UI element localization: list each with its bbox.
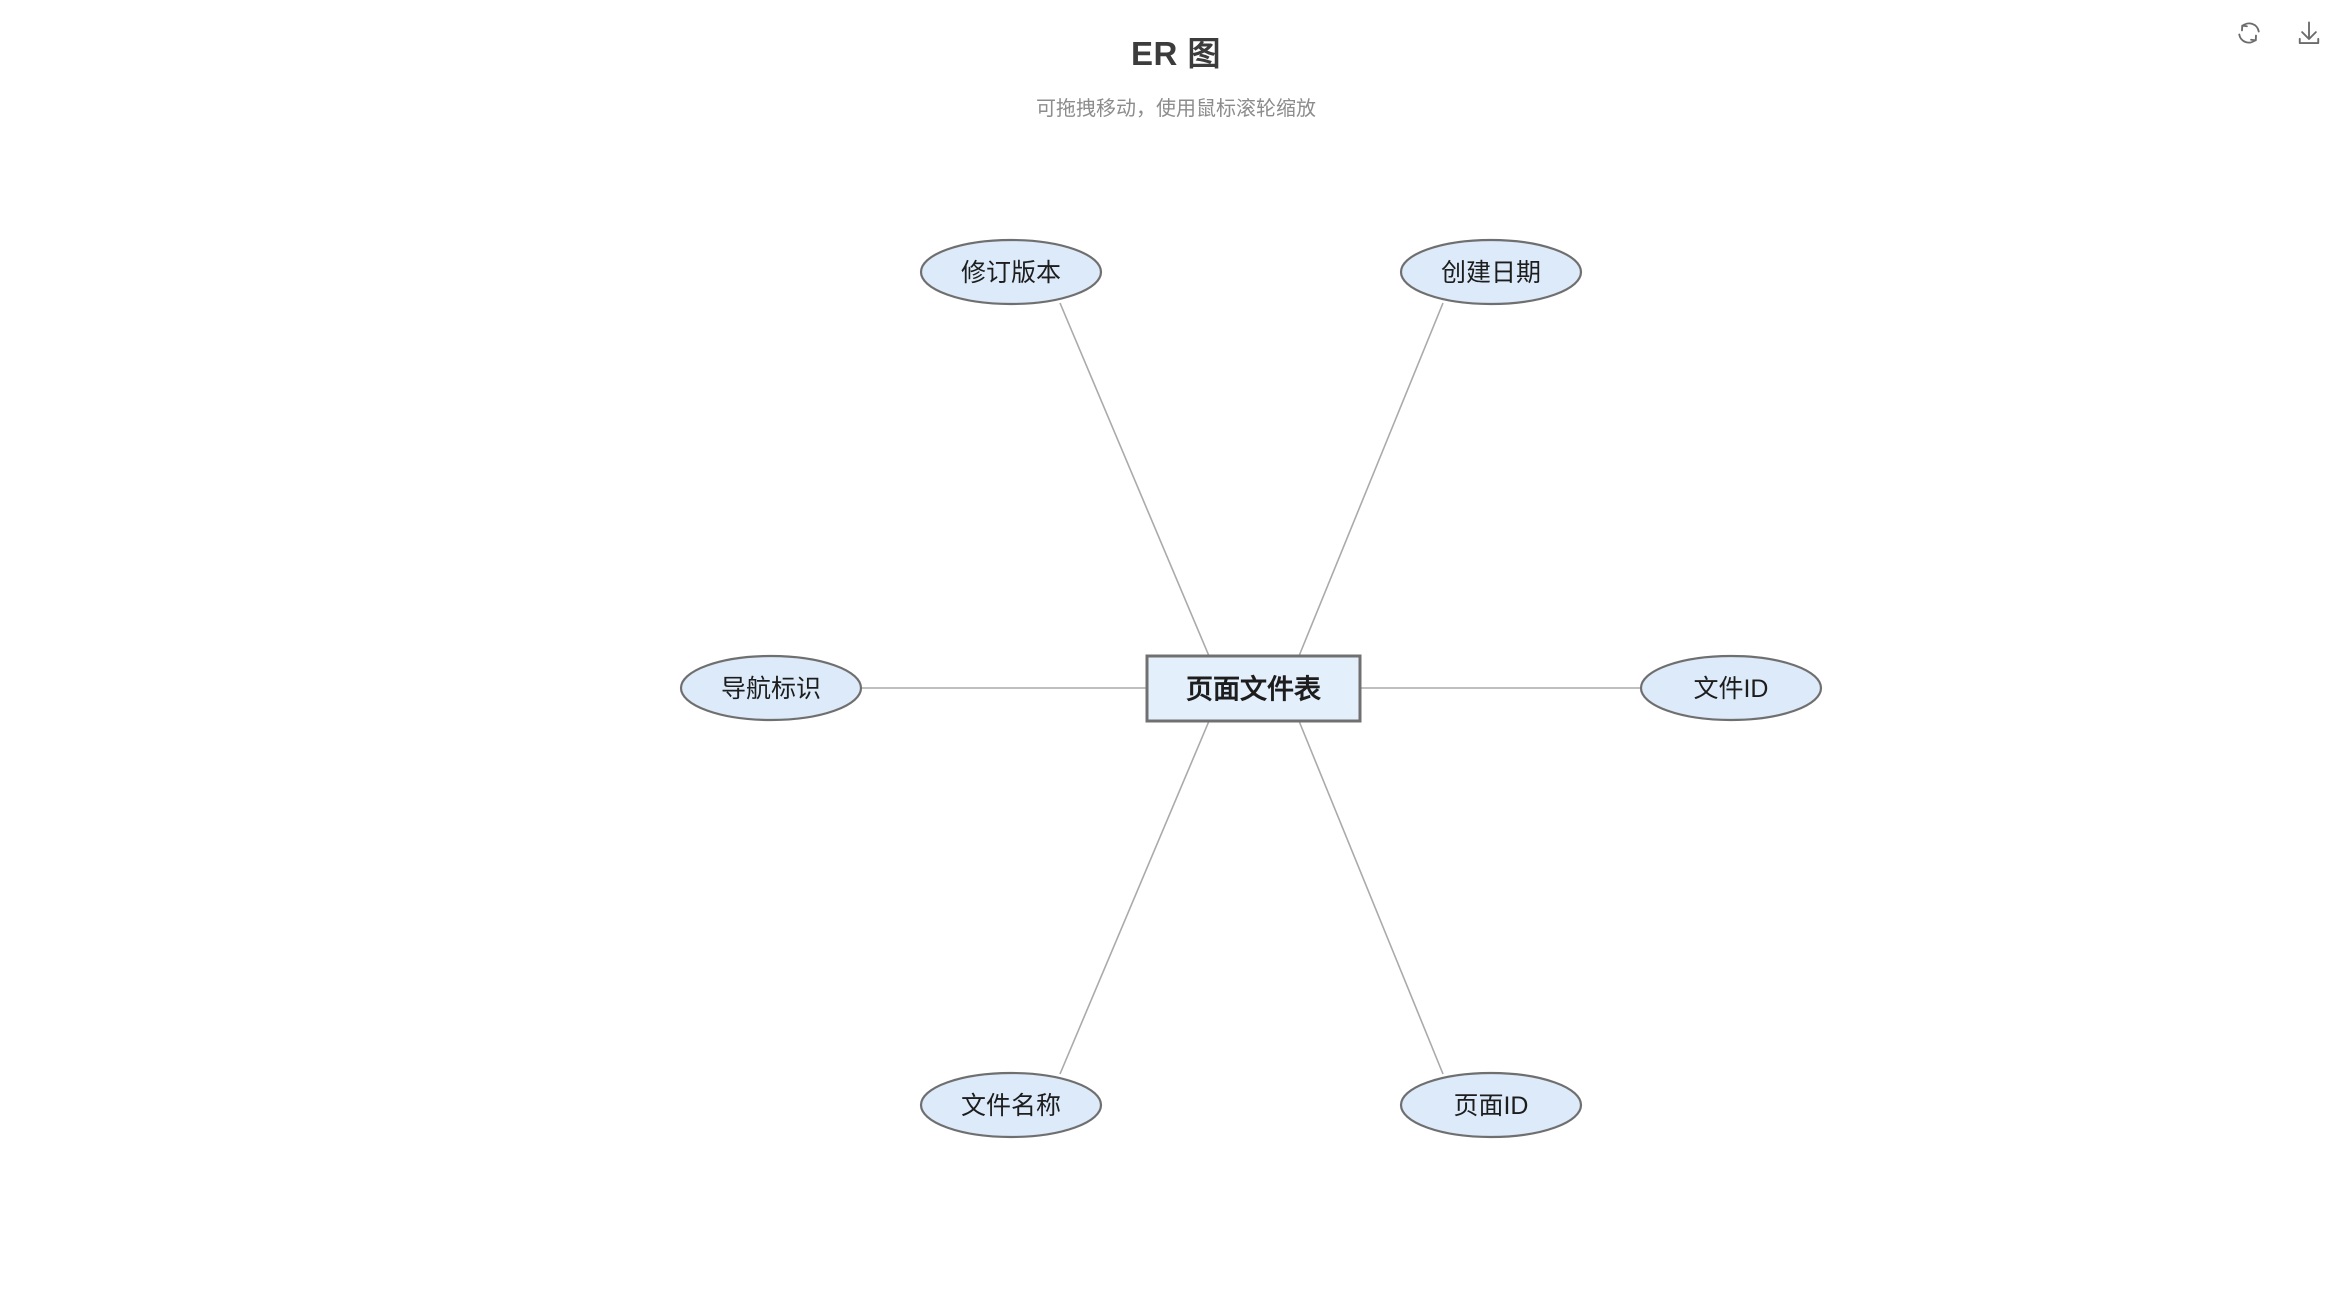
page-header: ER 图 可拖拽移动，使用鼠标滚轮缩放 — [0, 0, 2352, 122]
er-edge — [1298, 302, 1444, 657]
er-attribute-node[interactable]: 文件ID — [1639, 654, 1823, 722]
refresh-icon — [2234, 18, 2264, 48]
attribute-label: 创建日期 — [1441, 259, 1541, 287]
er-entity-node[interactable]: 页面文件表 — [1145, 654, 1362, 723]
download-button[interactable] — [2290, 14, 2328, 52]
attribute-shape[interactable] — [919, 238, 1103, 306]
er-attribute-node[interactable]: 页面ID — [1399, 1071, 1583, 1139]
attribute-shape[interactable] — [919, 1071, 1103, 1139]
er-edge — [1298, 720, 1444, 1075]
attribute-label: 导航标识 — [721, 675, 821, 703]
attribute-shape[interactable] — [1399, 1071, 1583, 1139]
attribute-shape[interactable] — [1399, 238, 1583, 306]
attribute-shape[interactable] — [1639, 654, 1823, 722]
edge-layer — [861, 302, 1641, 1075]
page-title: ER 图 — [1130, 35, 1221, 72]
er-attribute-node[interactable]: 创建日期 — [1399, 238, 1583, 306]
er-attribute-node[interactable]: 导航标识 — [679, 654, 863, 722]
er-edge — [1059, 720, 1210, 1075]
er-edge — [1059, 302, 1210, 657]
er-attribute-node[interactable]: 文件名称 — [919, 1071, 1103, 1139]
download-icon — [2294, 18, 2324, 48]
entity-shape[interactable] — [1145, 654, 1362, 723]
attribute-label: 页面ID — [1453, 1092, 1528, 1120]
attribute-label: 文件ID — [1693, 675, 1768, 703]
attribute-shape[interactable] — [679, 654, 863, 722]
reset-view-button[interactable] — [2230, 14, 2268, 52]
diagram-toolbar — [2230, 0, 2352, 52]
attribute-label: 修订版本 — [961, 259, 1061, 287]
er-attribute-node[interactable]: 修订版本 — [919, 238, 1103, 306]
attribute-label: 文件名称 — [961, 1092, 1061, 1120]
entity-label: 页面文件表 — [1186, 674, 1321, 705]
page-subtitle: 可拖拽移动，使用鼠标滚轮缩放 — [1036, 97, 1316, 120]
